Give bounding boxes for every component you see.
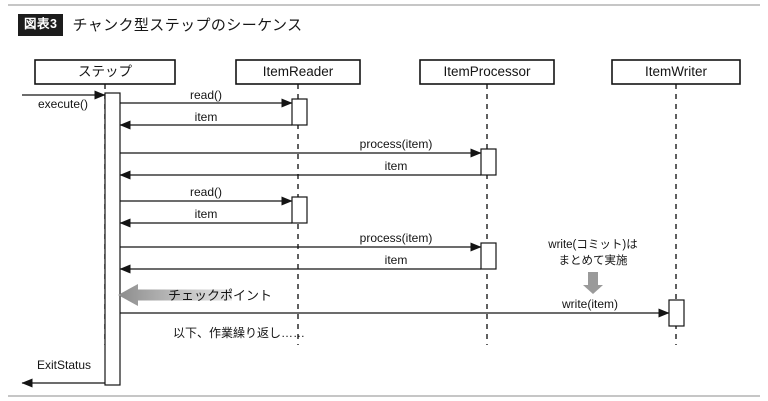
repeat-note-label: 以下、作業繰り返し…… bbox=[173, 326, 305, 340]
down-arrow-icon bbox=[583, 272, 603, 294]
figure-number-tag: 図表3 bbox=[18, 14, 64, 36]
activation-writer-act-1[interactable] bbox=[668, 299, 685, 327]
activation-reader-act-2[interactable] bbox=[291, 196, 308, 224]
message-label-write-item: write(item) bbox=[561, 297, 618, 311]
write-commit-note-line2: まとめて実施 bbox=[559, 253, 628, 267]
lifeline-label-itemprocessor: ItemProcessor bbox=[443, 64, 531, 79]
message-label-item-3: item bbox=[195, 207, 218, 221]
checkpoint-label: チェックポイント bbox=[168, 288, 272, 303]
message-label-read-2: read() bbox=[190, 185, 222, 199]
message-read-1[interactable]: read() bbox=[120, 88, 293, 108]
message-item-3[interactable]: item bbox=[119, 207, 292, 228]
message-label-item-1: item bbox=[195, 110, 218, 124]
message-execute[interactable]: execute() bbox=[22, 90, 106, 111]
message-label-process-2: process(item) bbox=[360, 231, 433, 245]
lifeline-itemreader: ItemReader bbox=[235, 59, 361, 345]
checkpoint-block-arrow-icon bbox=[118, 284, 232, 306]
activation-layer bbox=[104, 92, 685, 386]
message-label-item-4: item bbox=[385, 253, 408, 267]
message-layer: execute() read() item process(item) item read… bbox=[21, 88, 670, 388]
lifeline-layer: ステップ ItemReader ItemProcessor ItemWriter bbox=[34, 59, 741, 345]
annotation-layer: チェックポイント write(コミット)はまとめて実施以下、作業繰り返し…… bbox=[118, 238, 638, 340]
message-item-1[interactable]: item bbox=[119, 110, 292, 130]
write-commit-note-line1: write(コミット)は bbox=[547, 238, 637, 251]
message-process-1[interactable]: process(item) bbox=[120, 137, 482, 158]
message-read-2[interactable]: read() bbox=[120, 185, 293, 206]
lifeline-box-itemprocessor[interactable] bbox=[419, 59, 555, 85]
activation-reader-act-1[interactable] bbox=[291, 98, 308, 126]
figure-caption: 図表3 チャンク型ステップのシーケンス bbox=[18, 14, 303, 36]
figure-title: チャンク型ステップのシーケンス bbox=[72, 17, 303, 35]
activation-proc-act-1[interactable] bbox=[480, 148, 497, 176]
lifeline-box-step[interactable] bbox=[34, 59, 176, 85]
lifeline-step: ステップ bbox=[34, 59, 176, 345]
activation-step-main[interactable] bbox=[104, 92, 121, 386]
lifeline-label-itemreader: ItemReader bbox=[263, 64, 334, 79]
lifeline-itemwriter: ItemWriter bbox=[611, 59, 741, 345]
message-label-item-2: item bbox=[385, 159, 408, 173]
lifeline-label-step: ステップ bbox=[78, 64, 132, 79]
figure-frame bbox=[8, 4, 760, 397]
activation-proc-act-2[interactable] bbox=[480, 242, 497, 270]
message-item-2[interactable]: item bbox=[119, 159, 481, 180]
lifeline-itemprocessor: ItemProcessor bbox=[419, 59, 555, 345]
message-label-process-1: process(item) bbox=[360, 137, 433, 151]
message-write-item[interactable]: write(item) bbox=[120, 297, 670, 318]
lifeline-box-itemwriter[interactable] bbox=[611, 59, 741, 85]
message-exitstatus[interactable]: ExitStatus bbox=[21, 358, 105, 388]
message-item-4[interactable]: item bbox=[119, 253, 481, 274]
message-process-2[interactable]: process(item) bbox=[120, 231, 482, 252]
checkpoint-annotation: チェックポイント bbox=[118, 284, 272, 306]
message-label-exitstatus: ExitStatus bbox=[37, 358, 91, 372]
lifeline-box-itemreader[interactable] bbox=[235, 59, 361, 85]
message-label-execute: execute() bbox=[38, 97, 88, 111]
lifeline-label-itemwriter: ItemWriter bbox=[645, 64, 708, 79]
message-label-read-1: read() bbox=[190, 88, 222, 102]
